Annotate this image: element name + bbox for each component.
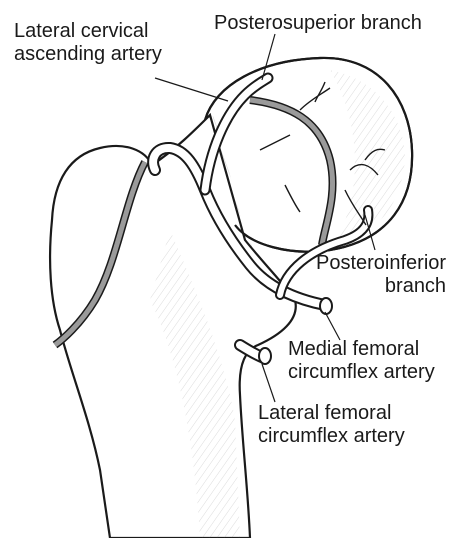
- label-posteroinferior-line2: branch: [316, 275, 446, 298]
- label-lateral-femoral-circumflex-artery: Lateral femoral circumflex artery: [258, 402, 405, 448]
- label-lateral-cervical-line2: ascending artery: [14, 43, 162, 66]
- label-posterosuperior-line1: Posterosuperior branch: [214, 12, 422, 35]
- leader-lateral-cervical: [155, 78, 228, 101]
- leader-medial-femoral: [325, 312, 340, 340]
- label-lateral-femoral-line1: Lateral femoral: [258, 402, 405, 425]
- label-lateral-cervical-line1: Lateral cervical: [14, 20, 162, 43]
- label-lateral-cervical-ascending-artery: Lateral cervical ascending artery: [14, 20, 162, 66]
- label-posterosuperior-branch: Posterosuperior branch: [214, 12, 422, 35]
- label-medial-femoral-circumflex-artery: Medial femoral circumflex artery: [288, 338, 435, 384]
- label-medial-femoral-line1: Medial femoral: [288, 338, 435, 361]
- leader-lateral-femoral: [262, 364, 275, 402]
- label-posteroinferior-line1: Posteroinferior: [316, 252, 446, 275]
- medial-femoral-opening: [320, 298, 332, 314]
- label-posteroinferior-branch: Posteroinferior branch: [316, 252, 446, 298]
- label-medial-femoral-line2: circumflex artery: [288, 361, 435, 384]
- label-lateral-femoral-line2: circumflex artery: [258, 425, 405, 448]
- lateral-femoral-opening: [259, 348, 271, 364]
